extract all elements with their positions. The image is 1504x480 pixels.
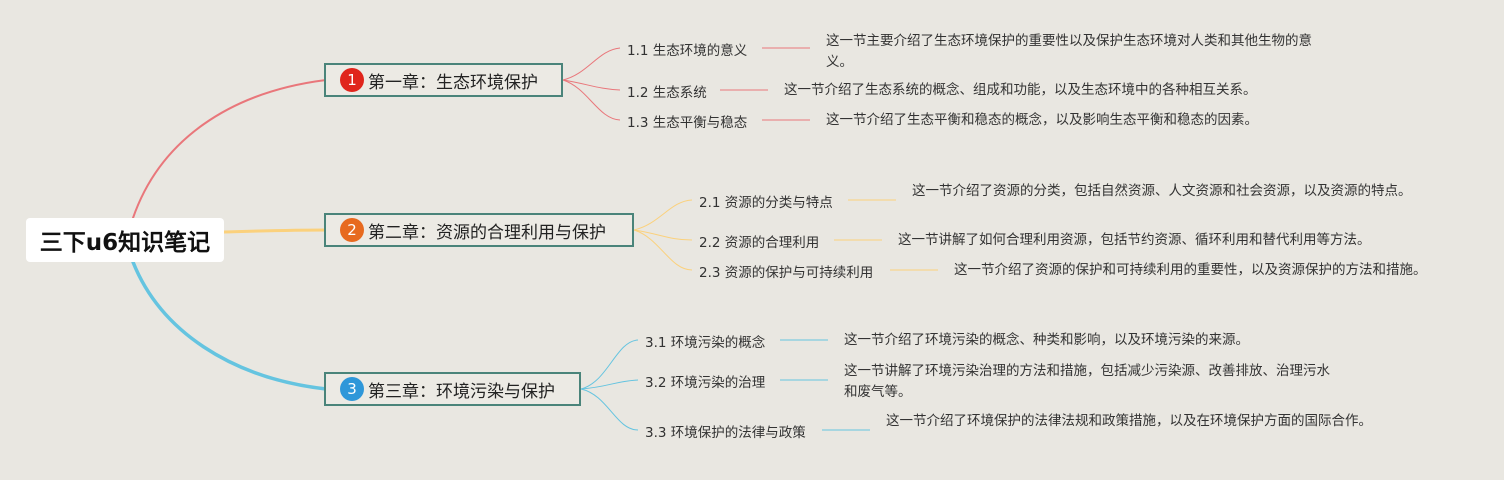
section-1-1-desc: 这一节主要介绍了生态环境保护的重要性以及保护生态环境对人类和其他生物的意义。 xyxy=(826,33,1312,70)
root-to-chapter2-link xyxy=(222,228,328,234)
section-2-3[interactable]: 2.3 资源的保护与可持续利用 xyxy=(699,265,874,281)
section-3-3-desc: 这一节介绍了环境保护的法律法规和政策措施，以及在环境保护方面的国际合作。 xyxy=(886,413,1372,429)
section-2-2-desc: 这一节讲解了如何合理利用资源，包括节约资源、循环利用和替代利用等方法。 xyxy=(898,232,1371,248)
section-3-2[interactable]: 3.2 环境污染的治理 xyxy=(645,375,766,391)
root-to-chapter1-link xyxy=(132,79,327,219)
chapter-2-title: 第二章：资源的合理利用与保护 xyxy=(368,222,606,243)
ch3-to-sec32-link xyxy=(580,379,639,390)
ch2-to-sec22-link xyxy=(633,229,693,241)
section-2-1[interactable]: 2.1 资源的分类与特点 xyxy=(699,195,833,211)
section-3-3[interactable]: 3.3 环境保护的法律与政策 xyxy=(645,425,806,441)
ch3-to-sec31-link xyxy=(580,339,639,390)
chapter-3-title: 第三章：环境污染与保护 xyxy=(368,381,555,402)
section-3-1-desc: 这一节介绍了环境污染的概念、种类和影响，以及环境污染的来源。 xyxy=(844,332,1249,348)
chapter-2-number-badge: 2 xyxy=(340,218,364,242)
section-3-1[interactable]: 3.1 环境污染的概念 xyxy=(645,335,766,351)
section-2-1-desc: 这一节介绍了资源的分类，包括自然资源、人文资源和社会资源，以及资源的特点。 xyxy=(912,183,1412,199)
section-1-3[interactable]: 1.3 生态平衡与稳态 xyxy=(627,115,748,131)
root-topic[interactable]: 三下u6知识笔记 xyxy=(26,218,224,262)
ch2-to-sec23-link xyxy=(633,229,693,271)
section-2-3-desc: 这一节介绍了资源的保护和可持续利用的重要性，以及资源保护的方法和措施。 xyxy=(954,262,1427,278)
section-3-2-desc: 这一节讲解了环境污染治理的方法和措施，包括减少污染源、改善排放、治理污水和废气等… xyxy=(844,363,1330,400)
chapter-3-number-badge: 3 xyxy=(340,377,364,401)
root-to-chapter3-link xyxy=(131,260,328,391)
ch1-to-sec13-link xyxy=(562,79,621,121)
section-1-2-desc: 这一节介绍了生态系统的概念、组成和功能，以及生态环境中的各种相互关系。 xyxy=(784,82,1257,98)
section-1-2[interactable]: 1.2 生态系统 xyxy=(627,85,707,101)
section-1-3-desc: 这一节介绍了生态平衡和稳态的概念，以及影响生态平衡和稳态的因素。 xyxy=(826,112,1258,128)
chapter-2-topic[interactable]: 2 第二章：资源的合理利用与保护 xyxy=(324,213,634,247)
chapter-3-topic[interactable]: 3 第三章：环境污染与保护 xyxy=(324,372,581,406)
ch2-to-sec21-link xyxy=(633,199,693,231)
section-2-2[interactable]: 2.2 资源的合理利用 xyxy=(699,235,820,251)
ch1-to-sec11-link xyxy=(562,47,621,81)
chapter-1-topic[interactable]: 1 第一章：生态环境保护 xyxy=(324,63,563,97)
ch3-to-sec33-link xyxy=(580,388,639,431)
root-title: 三下u6知识笔记 xyxy=(39,230,211,256)
chapter-1-number-badge: 1 xyxy=(340,68,364,92)
section-1-1[interactable]: 1.1 生态环境的意义 xyxy=(627,43,748,59)
chapter-1-title: 第一章：生态环境保护 xyxy=(368,72,538,93)
ch1-to-sec12-link xyxy=(562,79,621,91)
